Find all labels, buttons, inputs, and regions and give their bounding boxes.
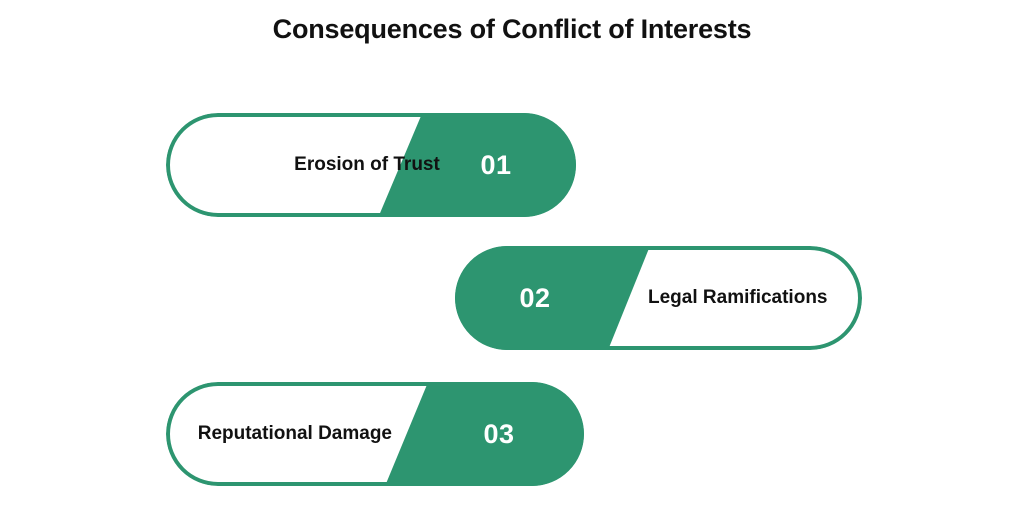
list-item-number: 03 bbox=[483, 418, 515, 449]
list-item-number: 02 bbox=[519, 282, 551, 313]
list-item-label: Erosion of Trust bbox=[294, 154, 440, 176]
page-title: Consequences of Conflict of Interests bbox=[272, 14, 752, 44]
list-item-03[interactable]: Reputational Damage 03 bbox=[166, 382, 584, 486]
list-item-label: Legal Ramifications bbox=[648, 287, 828, 309]
list-item-01[interactable]: Erosion of Trust 01 bbox=[166, 113, 576, 217]
list-item-number: 01 bbox=[480, 149, 512, 180]
list-item-label: Reputational Damage bbox=[197, 423, 392, 445]
list-item-02[interactable]: 02 Legal Ramifications bbox=[455, 246, 862, 350]
